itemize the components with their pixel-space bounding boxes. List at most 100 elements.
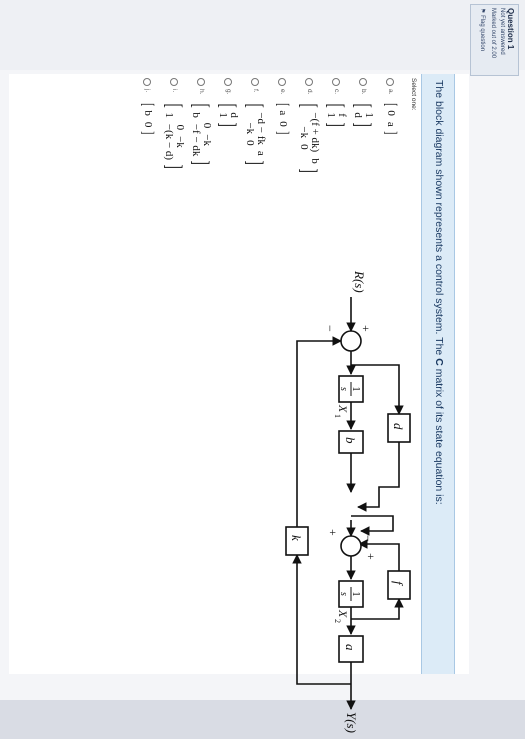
radio-button[interactable]: [386, 78, 395, 86]
block-k-label: k: [289, 535, 304, 541]
option-letter: e.: [279, 89, 286, 95]
block-f-label: f: [391, 581, 406, 587]
matrix-cell: 0: [385, 110, 397, 116]
option-letter: f.: [252, 89, 259, 93]
flag-question-link[interactable]: ⚑ Flag question: [477, 8, 486, 72]
matrix-row: 1: [217, 109, 230, 121]
matrix-cell: −k: [174, 136, 187, 148]
matrix-row: 0 −k: [201, 109, 214, 159]
option-letter: g.: [225, 89, 232, 95]
block-k: [285, 526, 309, 556]
input-label: R(s): [352, 270, 367, 293]
radio-button[interactable]: [143, 78, 152, 86]
matrix-cell: a: [277, 110, 289, 116]
question-number: Question 1: [506, 8, 515, 50]
radio-button[interactable]: [251, 78, 260, 86]
answer-option[interactable]: d.[−(f + dk)b−k0]: [296, 78, 323, 258]
state-x1-label: X: [336, 404, 350, 413]
question-text-part: The block diagram shown represents a con…: [433, 80, 445, 359]
question-status: Not yet answered: [499, 8, 505, 55]
matrix-row: −k0: [245, 109, 257, 158]
matrix-row: b0: [142, 107, 154, 130]
junction-2-plus-sign-left: +: [326, 529, 340, 536]
matrix-cell: −f − dk: [190, 123, 203, 157]
block-f: [387, 570, 411, 600]
block-d: [387, 413, 411, 443]
radio-button[interactable]: [278, 78, 287, 86]
matrix-row: −k 0: [298, 109, 311, 166]
option-letter: d.: [306, 89, 313, 95]
flag-question-label: Flag question: [479, 15, 485, 52]
answer-option[interactable]: a.[0a]: [377, 78, 404, 258]
junction-1-minus-sign: −: [323, 325, 337, 332]
radio-button[interactable]: [305, 78, 314, 86]
option-matrix: [−(f + dk)b−k0]: [297, 103, 323, 173]
matrix-cell: −k: [201, 134, 214, 146]
matrix-cell: 0: [277, 121, 289, 127]
select-one-label: Select one:: [410, 78, 417, 111]
option-letter: a.: [387, 89, 394, 95]
matrix-row: 1: [364, 109, 376, 121]
question-text: The block diagram shown represents a con…: [433, 80, 445, 505]
matrix-cell: −k: [298, 126, 311, 139]
radio-button[interactable]: [170, 78, 179, 86]
junction-2-plus-sign-top: +: [364, 553, 378, 560]
answer-option[interactable]: e.[a0]: [269, 78, 296, 258]
answer-option[interactable]: j. [b0]: [134, 78, 161, 258]
matrix-cell: −(f + dk): [309, 112, 322, 153]
question-text-part: matrix of its state equation is:: [433, 365, 445, 505]
radio-button[interactable]: [332, 78, 341, 86]
radio-button[interactable]: [224, 78, 233, 86]
summing-junction-2: [340, 535, 362, 557]
question-text-box: The block diagram shown represents a con…: [421, 74, 455, 674]
output-label: Y(s): [344, 712, 359, 733]
matrix-cell: b: [309, 158, 322, 164]
radio-button[interactable]: [359, 78, 368, 86]
integrator-2-denominator: s: [338, 592, 349, 596]
integrator-1-denominator: s: [338, 387, 349, 391]
option-matrix: [b0]: [139, 103, 157, 135]
matrix-cell: 0: [298, 144, 311, 150]
matrix-cell: −d − fk: [255, 112, 268, 145]
matrix-cell: a: [255, 150, 268, 156]
matrix-cell: a: [385, 121, 397, 127]
integrator-2-numerator: 1: [350, 592, 361, 597]
block-b: [338, 430, 364, 454]
option-matrix: [a0]: [274, 103, 292, 134]
matrix-row: 0a: [385, 107, 397, 129]
matrix-cell: b: [142, 110, 154, 116]
option-matrix: [−d − fka−k0]: [243, 103, 269, 165]
matrix-row: −d − fk a: [255, 109, 268, 158]
matrix-cell: 1: [217, 112, 230, 118]
matrix-row: f: [337, 109, 349, 121]
option-letter: j.: [144, 89, 151, 93]
radio-button[interactable]: [197, 78, 206, 86]
option-letter: c.: [333, 89, 340, 95]
matrix-row: d: [352, 109, 365, 121]
block-b-label: b: [343, 437, 358, 444]
matrix-cell: 1: [163, 112, 176, 118]
matrix-cell: d: [228, 112, 241, 118]
question-text-bold: C: [433, 358, 445, 366]
matrix-cell: 0: [201, 122, 214, 129]
matrix-row: d: [228, 109, 241, 121]
matrix-cell: 1: [325, 112, 338, 118]
matrix-row: a0: [277, 107, 289, 129]
block-a-label: a: [343, 644, 358, 651]
option-letter: i.: [171, 89, 178, 93]
matrix-cell: d: [352, 112, 365, 118]
matrix-cell: b: [190, 112, 203, 118]
junction-2-minus-sign: −: [361, 535, 375, 542]
answer-option[interactable]: f.[−d − fka−k0]: [242, 78, 269, 258]
